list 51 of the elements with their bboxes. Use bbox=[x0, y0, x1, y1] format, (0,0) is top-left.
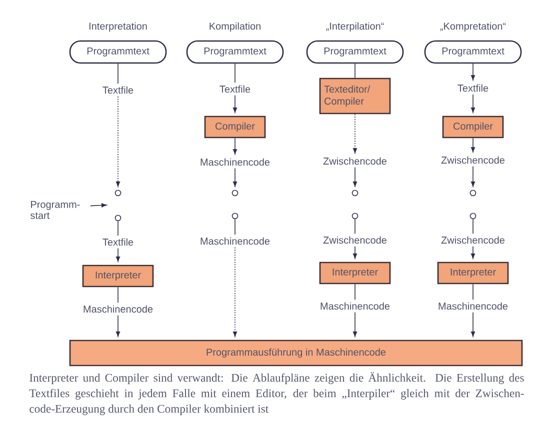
process-box: Compiler bbox=[204, 116, 266, 138]
flow-label: Maschinencode bbox=[84, 305, 153, 313]
process-box: Interpreter bbox=[437, 262, 509, 284]
arrow bbox=[470, 94, 476, 113]
process-box: Interpreter bbox=[82, 264, 154, 288]
arrow bbox=[232, 94, 238, 113]
rounded-box: Programmtext bbox=[424, 40, 522, 64]
flow-label: Maschinencode bbox=[438, 302, 508, 310]
flow-label: Textfile bbox=[102, 86, 134, 94]
process-box: Compiler bbox=[442, 116, 504, 138]
arrow bbox=[470, 312, 476, 337]
arrow bbox=[352, 246, 358, 259]
flow-label: Textfile bbox=[458, 84, 488, 92]
connector-line bbox=[472, 218, 474, 234]
arrow bbox=[470, 166, 476, 187]
flow-label: Textfile bbox=[220, 85, 250, 93]
arrow bbox=[470, 63, 476, 80]
arrow bbox=[116, 248, 120, 262]
flow-label: Maschinencode bbox=[320, 302, 390, 310]
arrow bbox=[116, 314, 120, 337]
connector-line bbox=[354, 284, 356, 300]
dotted-arrow bbox=[352, 114, 358, 154]
flow-label: Maschinencode bbox=[200, 158, 270, 166]
process-box: Interpreter bbox=[319, 262, 391, 284]
note-text: Programm- start bbox=[30, 201, 80, 219]
rounded-box: Programmtext bbox=[186, 40, 284, 64]
arrow bbox=[232, 168, 238, 187]
process-box: Texteditor/ Compiler bbox=[319, 78, 391, 114]
arrow bbox=[352, 166, 358, 187]
flow-label: Zwischencode bbox=[441, 156, 504, 164]
connector-line bbox=[354, 63, 356, 78]
rounded-box: Programmtext bbox=[69, 40, 167, 64]
flow-label: Zwischencode bbox=[441, 236, 504, 244]
arrow bbox=[90, 203, 107, 208]
arrow bbox=[470, 138, 476, 152]
flow-label: Zwischencode bbox=[323, 236, 386, 244]
arrow bbox=[470, 246, 476, 259]
connector-line bbox=[234, 218, 236, 236]
connector-line bbox=[354, 218, 356, 234]
flow-label: Textfile bbox=[102, 238, 134, 246]
arrow bbox=[352, 312, 358, 337]
flow-label: Zwischencode bbox=[323, 157, 386, 165]
connector-line bbox=[472, 284, 474, 300]
dotted-arrow bbox=[116, 96, 120, 187]
connector-line bbox=[234, 63, 236, 84]
rounded-box: Programmtext bbox=[306, 40, 404, 64]
dotted-arrow bbox=[232, 246, 238, 337]
flow-label: Maschinencode bbox=[200, 237, 270, 245]
caption: Interpreter und Compiler sind verwandt: Die Ablaufpläne zeigen die Ähnlichkeit. Die Erstellung des Textfiles geschieht in jedem Falle mit einem Editor, der beim „Interpiler“ gleich mit der Zwischen- code-Erzeugung durch den Compiler kombiniert ist bbox=[29, 372, 524, 416]
arrow bbox=[232, 138, 238, 154]
process-band: Programmausführung in Maschinencode bbox=[69, 340, 523, 366]
